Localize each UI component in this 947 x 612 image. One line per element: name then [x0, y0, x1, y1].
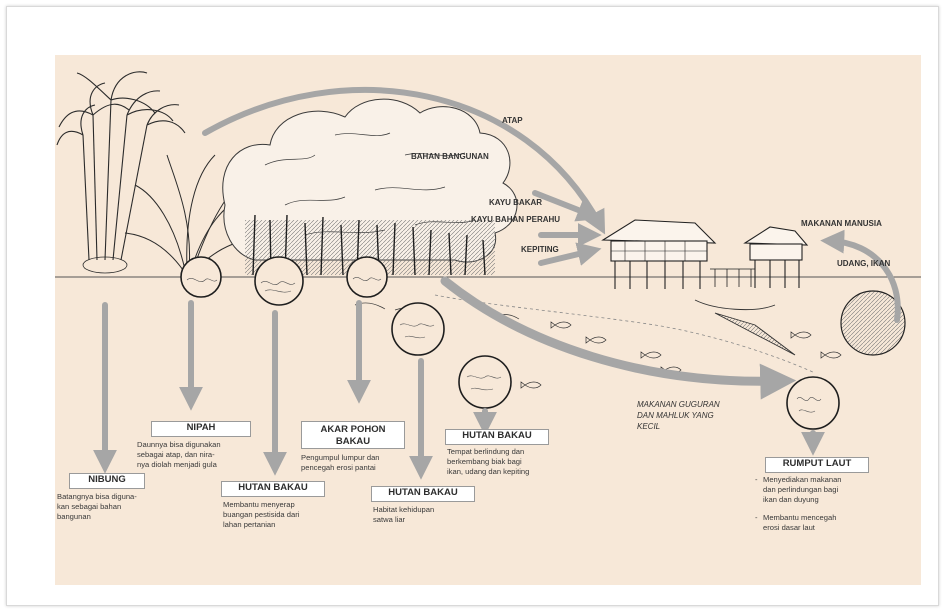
- label-makanan-guguran-3: KECIL: [637, 422, 660, 431]
- label-makanan-guguran-2: DAN MAHLUK YANG: [637, 411, 714, 420]
- label-makanan-manusia: MAKANAN MANUSIA: [801, 219, 882, 228]
- bullet-mark: -: [755, 513, 763, 533]
- akar-pohon-bakau-title: AKAR POHON BAKAU: [301, 421, 405, 449]
- akar-pohon-bakau-title-line1: AKAR POHON: [302, 424, 404, 436]
- akar-pohon-bakau-desc: Pengumpul lumpur dan pencegah erosi pant…: [301, 453, 421, 473]
- diagram-panel: ATAP BAHAN BANGUNAN KAYU BAKAR KAYU BAHA…: [55, 55, 921, 585]
- label-kayu-bahan-perahu: KAYU BAHAN PERAHU: [471, 215, 560, 224]
- label-kepiting: KEPITING: [521, 245, 559, 254]
- stilt-houses-illustration: [603, 220, 807, 289]
- nibung-desc: Batangnya bisa diguna- kan sebagai bahan…: [57, 492, 157, 523]
- hutan-bakau-1-desc: Membantu menyerap buangan pestisida dari…: [223, 500, 343, 531]
- label-atap: ATAP: [502, 116, 523, 125]
- fishing-net-illustration: [695, 291, 905, 355]
- label-makanan-guguran-1: MAKANAN GUGURAN: [637, 400, 720, 409]
- hutan-bakau-2-desc: Habitat kehidupan satwa liar: [373, 505, 483, 525]
- hutan-bakau-1-title: HUTAN BAKAU: [221, 481, 325, 497]
- label-udang-ikan: UDANG, IKAN: [837, 259, 891, 268]
- hutan-bakau-3-title: HUTAN BAKAU: [445, 429, 549, 445]
- nipah-desc: Daunnya bisa digunakan sebagai atap, dan…: [137, 440, 267, 471]
- rumput-laut-bullet-1-text: Menyediakan makanan dan perlindungan bag…: [763, 475, 842, 506]
- hutan-bakau-3-desc: Tempat berlindung dan berkembang biak ba…: [447, 447, 577, 478]
- label-bahan-bangunan: BAHAN BANGUNAN: [411, 152, 489, 161]
- nibung-title: NIBUNG: [69, 473, 145, 489]
- detail-circles: [181, 257, 839, 429]
- akar-pohon-bakau-title-line2: BAKAU: [302, 436, 404, 448]
- hutan-bakau-2-title: HUTAN BAKAU: [371, 486, 475, 502]
- label-kayu-bakar: KAYU BAKAR: [489, 198, 542, 207]
- rumput-laut-bullet-2: - Membantu mencegah erosi dasar laut: [755, 513, 895, 533]
- nibung-palm-illustration: [57, 72, 185, 273]
- figure-frame: ATAP BAHAN BANGUNAN KAYU BAKAR KAYU BAHA…: [6, 6, 939, 606]
- nipah-title: NIPAH: [151, 421, 251, 437]
- rumput-laut-bullet-2-text: Membantu mencegah erosi dasar laut: [763, 513, 836, 533]
- bullet-mark: -: [755, 475, 763, 506]
- rumput-laut-title: RUMPUT LAUT: [765, 457, 869, 473]
- rumput-laut-bullet-1: - Menyediakan makanan dan perlindungan b…: [755, 475, 895, 506]
